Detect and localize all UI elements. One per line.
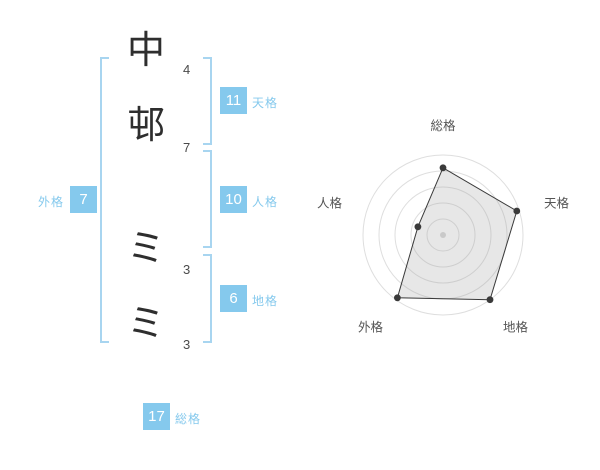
gaikaku-label: 外格: [38, 195, 65, 209]
stroke-count-4: 3: [183, 337, 191, 352]
chikaku-value-badge: 6: [220, 285, 247, 312]
stroke-count-1: 4: [183, 62, 191, 77]
stroke-count-3: 3: [183, 262, 191, 277]
gaikaku-bracket: [100, 57, 109, 343]
tenkaku-bracket: [203, 57, 212, 145]
soukaku-value-badge: 17: [143, 403, 170, 430]
soukaku-label: 総格: [175, 412, 202, 426]
name-character-2: 邨: [126, 105, 165, 147]
radar-axis-label: 地格: [503, 320, 529, 335]
stroke-count-2: 7: [183, 140, 191, 155]
name-character-1: 中: [126, 30, 165, 72]
chikaku-label: 地格: [252, 294, 279, 308]
radar-chart-area: 総格天格地格 外格 人格: [295, 85, 595, 385]
tenkaku-label: 天格: [252, 96, 279, 110]
name-character-3: ミ: [126, 228, 165, 270]
tenkaku-value-badge: 11: [220, 87, 247, 114]
jinkaku-label: 人格: [252, 195, 279, 209]
name-character-4: ミ: [126, 303, 165, 345]
jinkaku-bracket: [203, 150, 212, 248]
radar-axis-label: 総格: [430, 118, 456, 133]
radar-axis-label: 人格: [317, 196, 343, 211]
jinkaku-value-badge: 10: [220, 186, 247, 213]
radar-axis-label: 外格: [358, 320, 384, 335]
gaikaku-value-badge: 7: [70, 186, 97, 213]
radar-axis-label: 天格: [544, 196, 570, 211]
chikaku-bracket: [203, 254, 212, 343]
